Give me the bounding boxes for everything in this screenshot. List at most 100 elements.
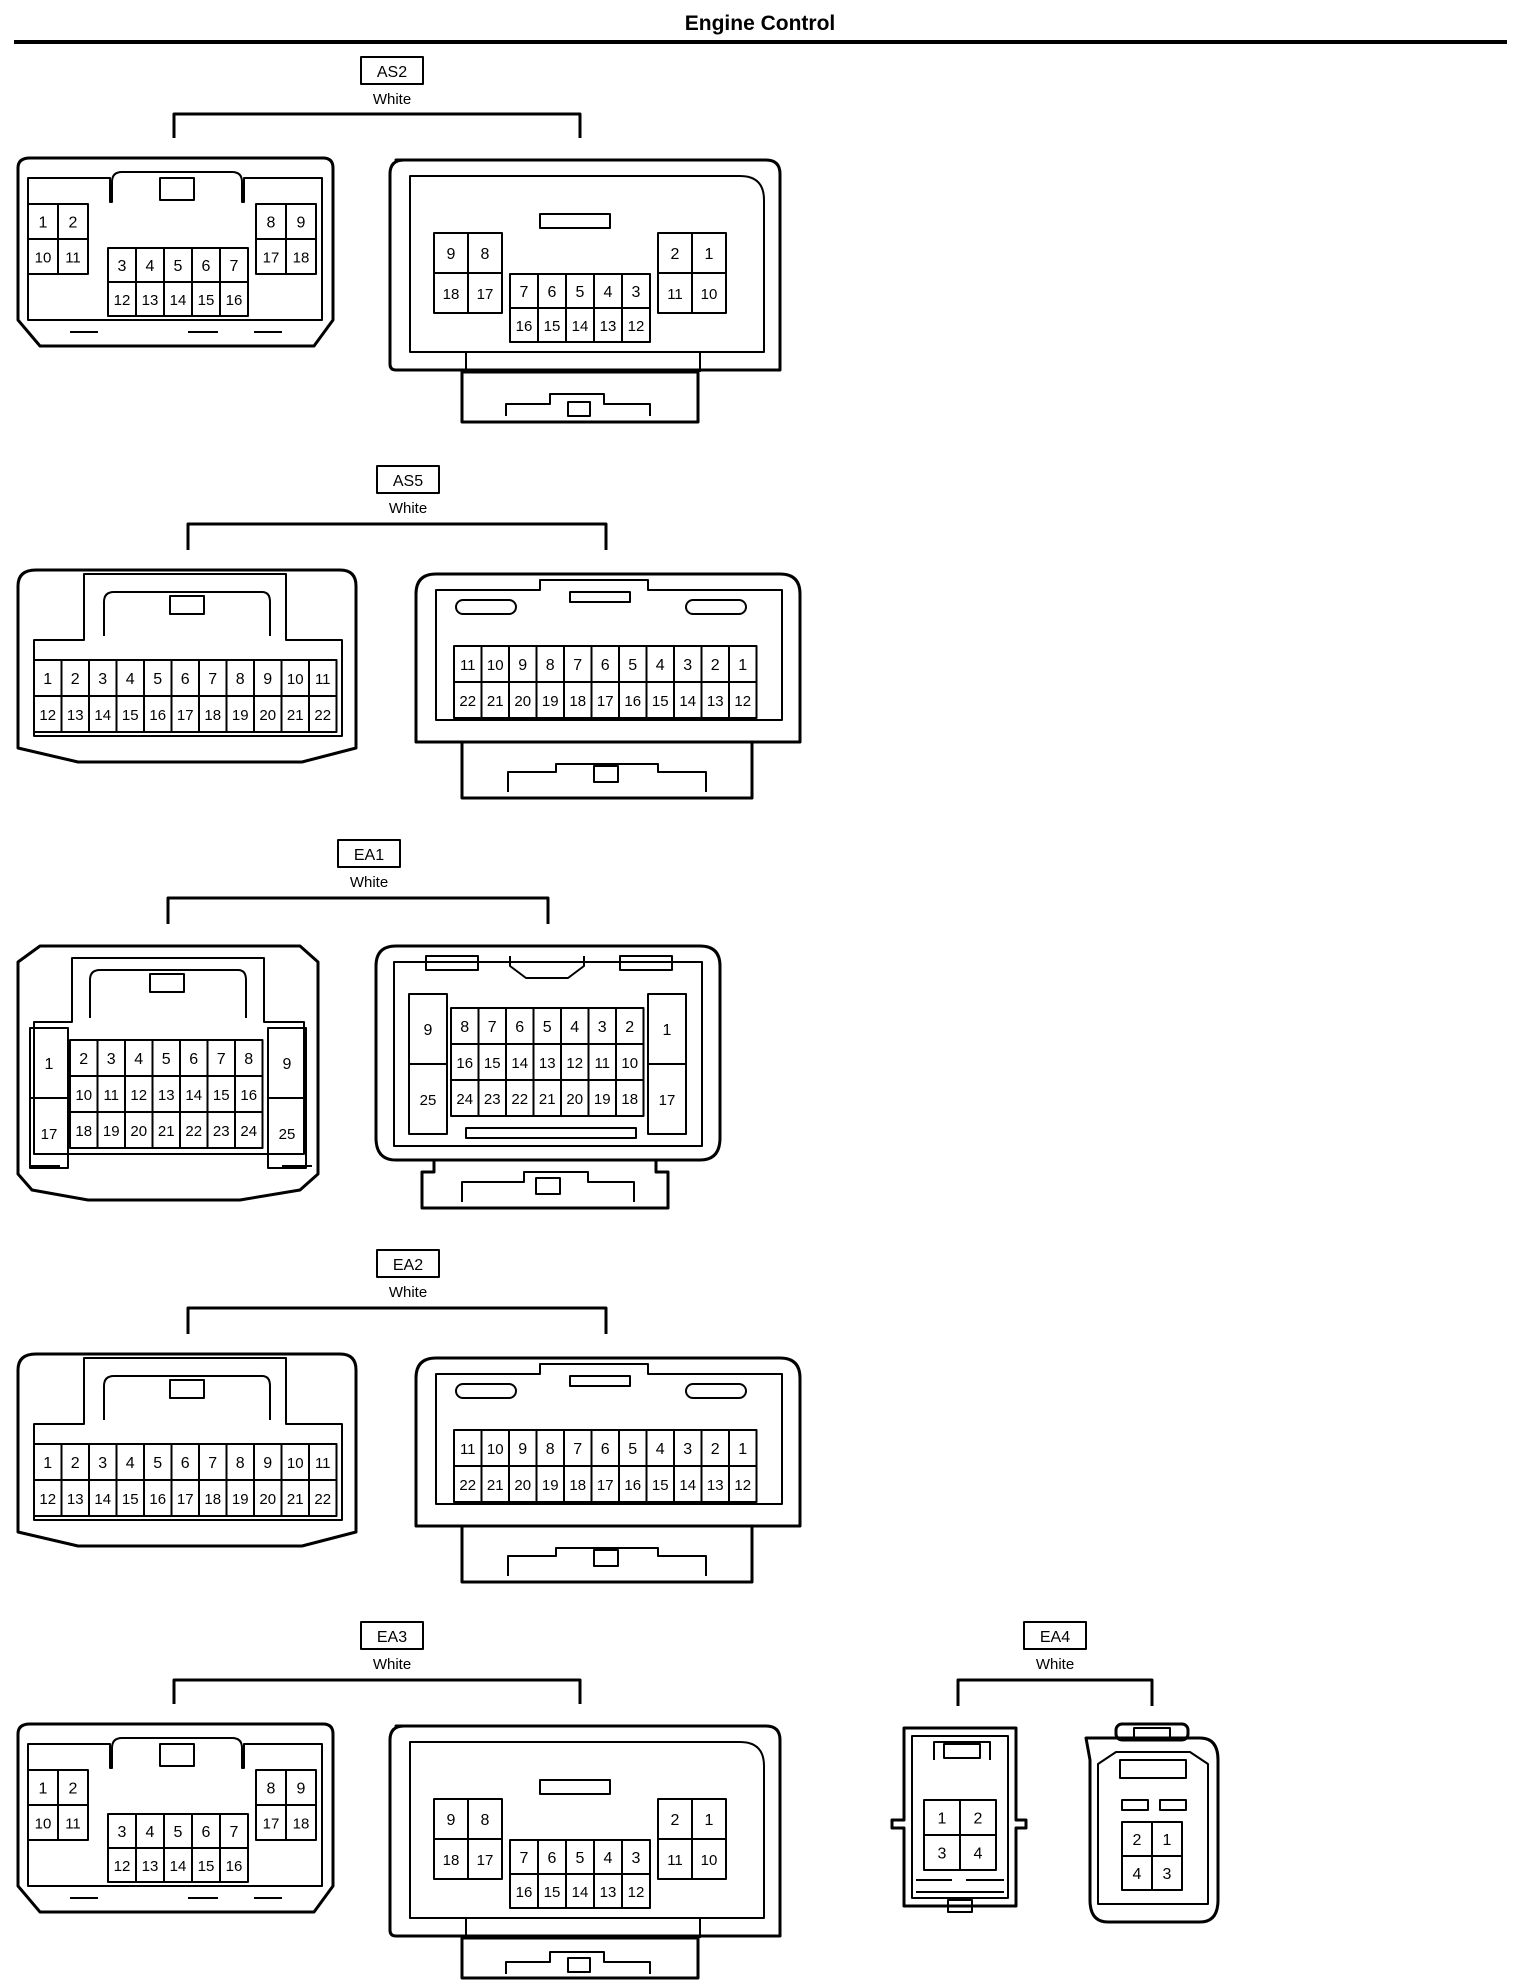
pin-number: 1 <box>705 246 714 263</box>
pin-number: 7 <box>208 1455 217 1472</box>
pin-number: 12 <box>39 707 56 724</box>
pin-number: 15 <box>652 693 669 710</box>
pin-number: 18 <box>204 707 221 724</box>
pin-number: 8 <box>460 1019 469 1036</box>
pin-number: 18 <box>75 1123 92 1140</box>
bracket-ea3 <box>172 1678 582 1704</box>
pin-number: 21 <box>487 693 504 710</box>
pin-cavity <box>621 307 651 343</box>
pin-number: 15 <box>484 1055 501 1072</box>
pin-number: 18 <box>569 693 586 710</box>
female-connector-as2 <box>16 156 335 348</box>
pin-number: 8 <box>267 215 276 232</box>
pin-cavity <box>621 1873 651 1909</box>
pin-number: 5 <box>162 1051 171 1068</box>
pin-number: 3 <box>632 284 641 301</box>
pin-number: 22 <box>511 1091 528 1108</box>
pin-number: 5 <box>153 671 162 688</box>
title-rule <box>14 40 1507 44</box>
pin-number: 16 <box>516 318 533 335</box>
pin-number: 10 <box>35 1816 52 1833</box>
pin-number: 17 <box>597 1477 614 1494</box>
pin-number: 13 <box>142 292 159 309</box>
pin-number: 6 <box>181 1455 190 1472</box>
pin-number: 17 <box>263 250 280 267</box>
label-box-ea3 <box>360 1621 424 1650</box>
pin-number: 8 <box>481 1812 490 1829</box>
male-connector-ea4 <box>1084 1722 1220 1924</box>
connector-label-ea3: EA3 <box>377 1629 407 1646</box>
pin-number: 18 <box>443 1852 460 1869</box>
pin-number: 14 <box>572 318 589 335</box>
pin-number: 1 <box>43 1455 52 1472</box>
pin-number: 3 <box>107 1051 116 1068</box>
pin-number: 14 <box>679 1477 696 1494</box>
pin-number: 7 <box>573 1441 582 1458</box>
pin-number: 24 <box>456 1091 473 1108</box>
pin-number: 4 <box>604 1850 613 1867</box>
bracket-ea4 <box>956 1678 1154 1706</box>
pin-number: 21 <box>539 1091 556 1108</box>
male-connector-ea3 <box>388 1724 782 1980</box>
pin-cavity <box>219 281 249 317</box>
pin-number: 8 <box>546 657 555 674</box>
pin-number: 24 <box>240 1123 257 1140</box>
pin-number: 8 <box>236 671 245 688</box>
pin-cavity <box>267 1097 307 1169</box>
pin-number: 19 <box>594 1091 611 1108</box>
pin-cavity <box>728 681 758 719</box>
connector-color-ea4: White <box>1036 1656 1074 1673</box>
pin-number: 14 <box>572 1884 589 1901</box>
connector-label-ea2: EA2 <box>393 1257 423 1274</box>
pin-number: 14 <box>94 1491 111 1508</box>
pin-number: 20 <box>259 1491 276 1508</box>
pin-number: 13 <box>142 1858 159 1875</box>
pin-number: 8 <box>546 1441 555 1458</box>
connector-color-as2: White <box>373 91 411 108</box>
pin-number: 16 <box>226 1858 243 1875</box>
connector-label-as2: AS2 <box>377 64 407 81</box>
pin-number: 22 <box>314 1491 331 1508</box>
pin-number: 6 <box>601 1441 610 1458</box>
connector-color-ea1: White <box>350 874 388 891</box>
label-box-as5 <box>376 465 440 494</box>
pin-number: 5 <box>576 284 585 301</box>
pin-number: 17 <box>597 693 614 710</box>
male-connector-ea2 <box>414 1356 802 1584</box>
pin-number: 14 <box>679 693 696 710</box>
connector-label-ea4: EA4 <box>1040 1629 1070 1646</box>
pin-number: 6 <box>202 258 211 275</box>
pin-number: 22 <box>459 693 476 710</box>
pin-number: 11 <box>667 1852 683 1869</box>
pin-cavity <box>647 1063 687 1135</box>
female-connector-ea4 <box>890 1726 1028 1913</box>
pin-number: 16 <box>149 1491 166 1508</box>
bracket-as2 <box>172 112 582 138</box>
pin-cavity <box>691 1838 727 1880</box>
pin-number: 15 <box>652 1477 669 1494</box>
pin-number: 23 <box>484 1091 501 1108</box>
pin-number: 3 <box>683 657 692 674</box>
pin-number: 5 <box>576 1850 585 1867</box>
pin-number: 1 <box>738 1441 747 1458</box>
pin-number: 1 <box>45 1056 54 1073</box>
pin-number: 7 <box>230 258 239 275</box>
female-connector-as5 <box>16 568 358 764</box>
pin-number: 21 <box>287 1491 304 1508</box>
pin-number: 2 <box>69 215 78 232</box>
pin-number: 12 <box>130 1087 147 1104</box>
pin-number: 13 <box>600 318 617 335</box>
pin-cavity <box>57 1804 89 1841</box>
pin-number: 19 <box>542 1477 559 1494</box>
female-connector-ea3 <box>16 1722 335 1914</box>
pin-cavity <box>467 1838 503 1880</box>
pin-number: 16 <box>240 1087 257 1104</box>
